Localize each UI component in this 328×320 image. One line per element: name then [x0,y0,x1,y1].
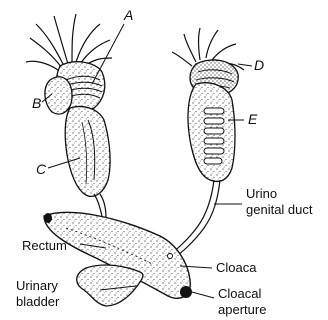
label-bladder: bladder [16,294,60,309]
label-a: A [123,7,133,23]
label-e: E [248,111,258,127]
label-c: C [36,161,47,177]
cloacal-aperture-mark [180,286,192,298]
urinary-bladder [77,265,143,306]
left-urinogenital-duct [94,194,106,218]
label-b: B [32,95,41,111]
label-cloaca: Cloaca [216,260,257,275]
label-genital-duct: genital duct [246,202,313,217]
label-urino: Urino [246,186,277,201]
left-fat-lobe-b [45,77,72,114]
label-d: D [254,57,264,73]
label-aperture: aperture [218,302,266,317]
label-rectum: Rectum [22,238,67,253]
left-fat-bodies [26,14,112,70]
label-cloacal: Cloacal [218,286,261,301]
label-urinary: Urinary [16,278,58,293]
left-kidney [65,107,110,197]
right-kidney [188,83,235,182]
